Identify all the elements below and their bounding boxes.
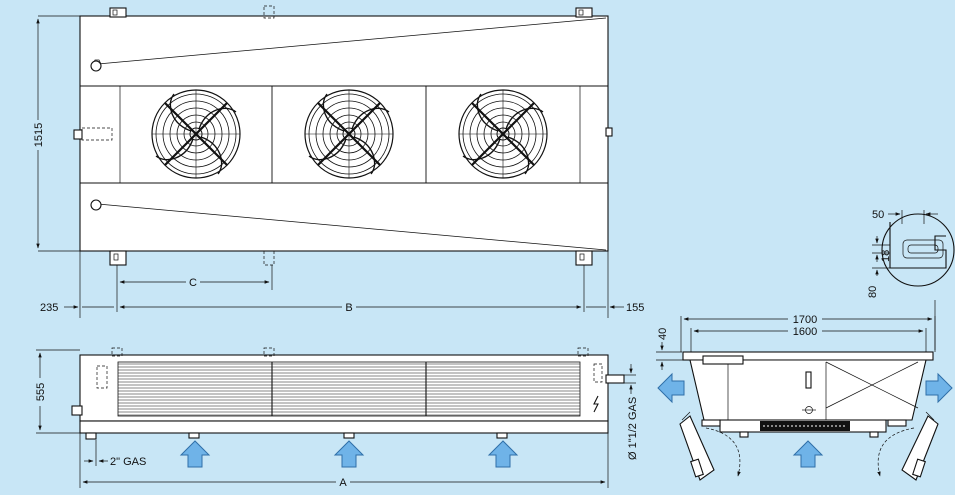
fan-icon [150, 88, 242, 180]
front-view-dimensions: 555 2" GAS A Ø 1"1/2 GAS [32, 349, 639, 489]
dim-235: 235 [40, 302, 58, 314]
dim-155: 155 [626, 302, 644, 314]
dim-2-gas: 2" GAS [110, 456, 146, 468]
airflow-left-arrow-icon [657, 372, 685, 404]
dim-b: B [345, 302, 352, 314]
dim-80: 80 [867, 286, 879, 298]
airflow-right-arrow-icon [925, 372, 953, 404]
side-view-body [689, 359, 927, 421]
airflow-arrows-side [657, 372, 953, 468]
airflow-up-arrow-icon [488, 440, 518, 468]
airflow-up-arrow-icon [334, 440, 364, 468]
dim-40: 40 [657, 328, 669, 340]
side-view-dimensions: 1700 1600 40 [656, 313, 936, 370]
dim-50: 50 [872, 209, 884, 221]
coil-fins [117, 361, 581, 417]
hex-fitting-icon [90, 60, 102, 72]
airflow-arrows-front [180, 440, 518, 468]
fan-icon [303, 88, 395, 180]
airflow-up-arrow-icon [793, 440, 823, 468]
bracket-detail: 50 18 80 [867, 209, 955, 350]
dim-18: 18 [880, 250, 892, 262]
hex-fitting-icon [90, 199, 102, 211]
top-view-dimensions: 1515 C B 235 155 [30, 15, 644, 318]
fan-icon [457, 88, 549, 180]
dim-c: C [189, 277, 197, 289]
front-view [71, 347, 625, 440]
top-view [73, 5, 613, 266]
dim-height-1515: 1515 [33, 123, 45, 147]
dim-1700: 1700 [793, 314, 817, 326]
dim-inlet-gas: Ø 1"1/2 GAS [627, 397, 639, 460]
side-view [679, 351, 939, 481]
dim-1600: 1600 [793, 326, 817, 338]
dim-height-555: 555 [35, 383, 47, 401]
airflow-up-arrow-icon [180, 440, 210, 468]
dim-a: A [339, 477, 347, 489]
